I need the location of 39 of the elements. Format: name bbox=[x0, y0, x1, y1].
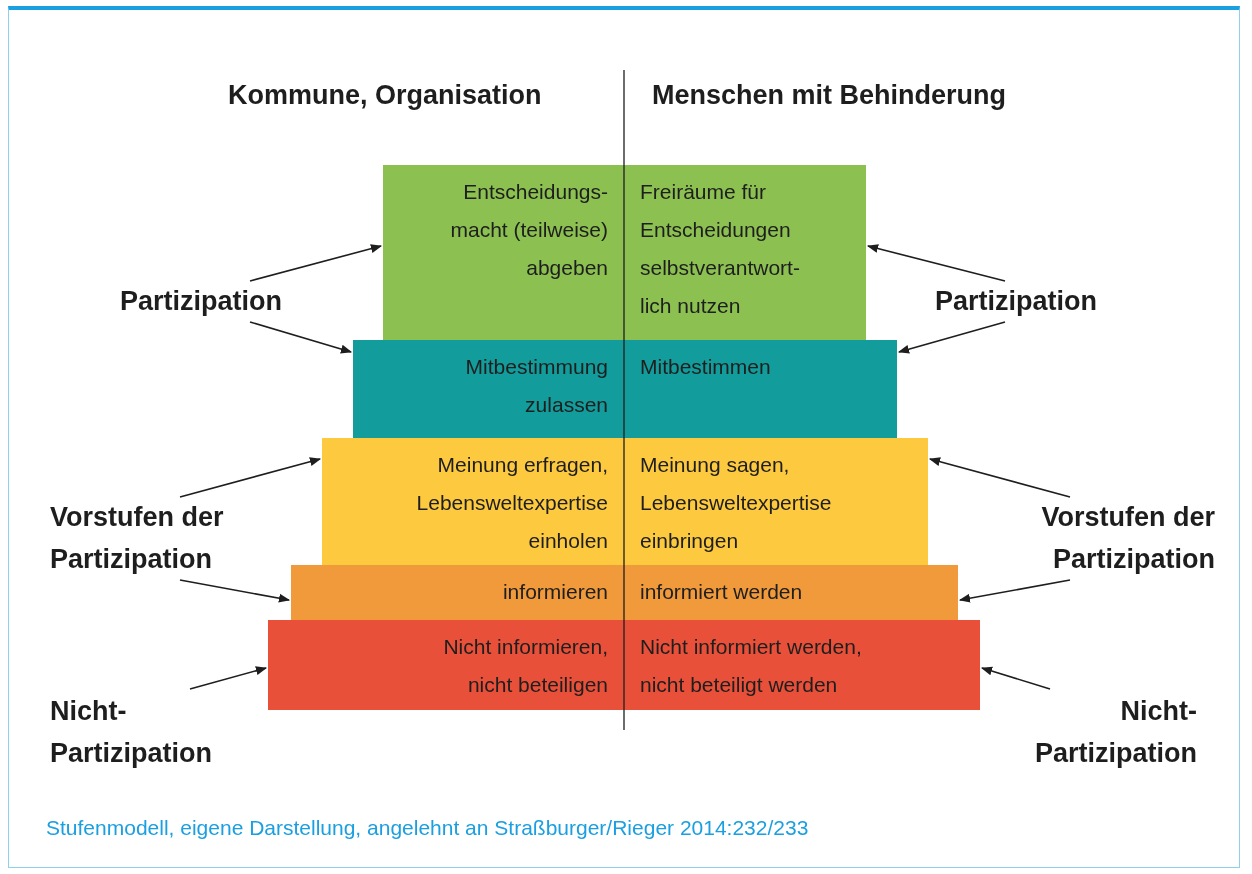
level-group-label: Vorstufen der Partizipation bbox=[50, 496, 265, 580]
arrow bbox=[189, 666, 268, 690]
level-text: Freiräume für Entscheidungen selbstverantwort- lich nutzen bbox=[640, 179, 801, 319]
pyramid-level bbox=[624, 165, 866, 340]
level-text: informiert werden bbox=[640, 579, 804, 605]
pyramid-level bbox=[291, 565, 624, 620]
arrow bbox=[179, 457, 322, 498]
pyramid-level bbox=[353, 340, 624, 438]
pyramid-level bbox=[383, 165, 624, 340]
level-group-label: Nicht- Partizipation bbox=[50, 690, 255, 774]
level-group-label: Partizipation bbox=[935, 280, 1135, 324]
level-text: Nicht informieren, nicht beteiligen bbox=[442, 634, 608, 698]
caption: Stufenmodell, eigene Darstellung, angelehnt an Straßburger/Rieger 2014:232/233 bbox=[46, 816, 809, 840]
arrow bbox=[928, 457, 1071, 498]
level-text: informieren bbox=[501, 579, 608, 605]
level-text: Nicht informiert werden, nicht beteiligt werden bbox=[640, 634, 863, 698]
level-group-label: Vorstufen der Partizipation bbox=[1000, 496, 1215, 580]
pyramid-level bbox=[624, 620, 980, 710]
pyramid-level bbox=[268, 620, 624, 710]
arrow bbox=[866, 244, 1006, 282]
pyramid-level bbox=[624, 565, 958, 620]
level-text: Mitbestimmen bbox=[640, 354, 772, 380]
arrow bbox=[249, 244, 383, 282]
column-heading: Kommune, Organisation bbox=[228, 80, 542, 111]
arrow bbox=[179, 579, 291, 603]
pyramid-level bbox=[624, 438, 928, 565]
arrow bbox=[897, 321, 1006, 354]
level-group-label: Partizipation bbox=[120, 280, 320, 324]
pyramid-level bbox=[624, 340, 897, 438]
arrow bbox=[980, 666, 1051, 690]
arrow bbox=[958, 579, 1071, 603]
pyramid-level bbox=[322, 438, 624, 565]
level-text: Entscheidungs- macht (teilweise) abgeben bbox=[449, 179, 608, 281]
level-text: Mitbestimmung zulassen bbox=[464, 354, 608, 418]
column-heading: Menschen mit Behinderung bbox=[652, 80, 1007, 111]
level-group-label: Nicht- Partizipation bbox=[992, 690, 1197, 774]
level-text: Meinung sagen, Lebensweltexpertise einbringen bbox=[640, 452, 833, 554]
arrow bbox=[249, 321, 353, 354]
level-text: Meinung erfragen, Lebensweltexpertise einholen bbox=[415, 452, 608, 554]
